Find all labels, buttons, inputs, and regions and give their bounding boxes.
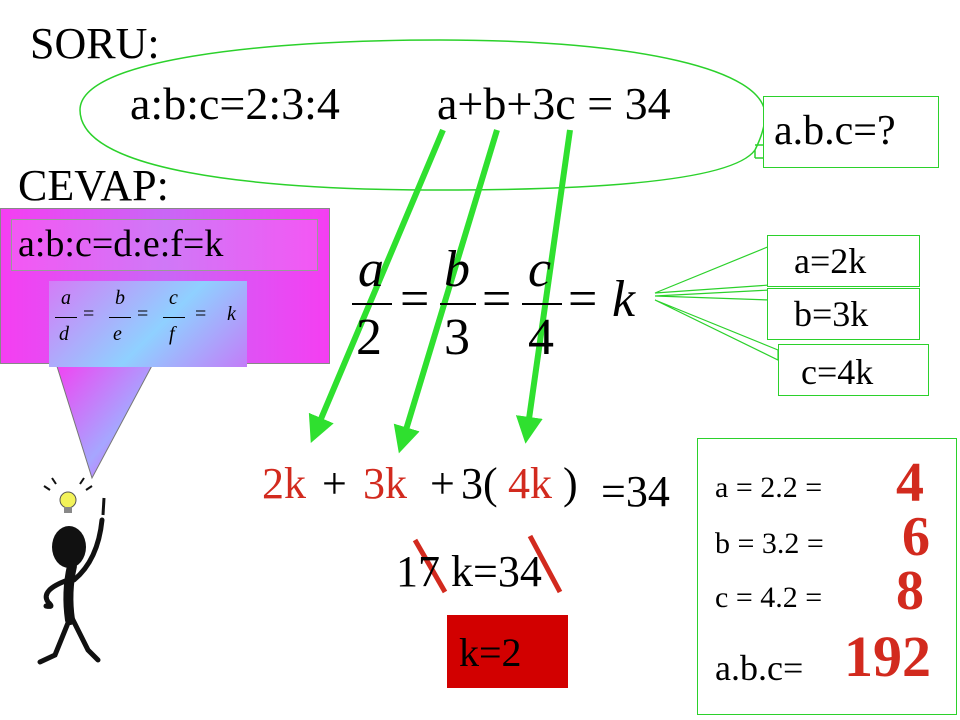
a-value-box: a=2k [767, 235, 920, 287]
asked-box: a.b.c=? [763, 96, 939, 168]
result-row-a-value: 4 [896, 452, 924, 514]
formula-den-f: f [169, 323, 175, 345]
strike-17 [412, 538, 448, 594]
formula-k: k [227, 303, 236, 325]
formula-eq-1: = [83, 303, 95, 325]
formula-eq-3: = [195, 303, 207, 325]
fraction-eq-1: = [400, 271, 430, 328]
asked-text: a.b.c=? [774, 108, 896, 154]
rule-card-title-box: a:b:c=d:e:f=k [11, 219, 318, 271]
connector-c [654, 299, 779, 361]
k-result-box: k=2 [447, 615, 568, 688]
thinking-stick-figure [37, 497, 106, 665]
sub-plus-1: + [322, 459, 347, 508]
c-value-text: c=4k [801, 352, 874, 392]
fraction-eq-3: = [568, 271, 598, 328]
result-row-c-expr: c = 4.2 = [715, 581, 823, 614]
result-row-b-value: 6 [902, 506, 930, 568]
formula-num-a: a [61, 287, 71, 309]
formula-den-d: d [59, 323, 69, 345]
b-value-text: b=3k [794, 294, 869, 334]
product-value: 192 [844, 624, 931, 689]
a-value-text: a=2k [794, 241, 867, 281]
sub-plus-2: + [430, 459, 455, 508]
rule-card-tail [54, 359, 156, 480]
lightbulb-icon [43, 477, 93, 513]
rule-card-title: a:b:c=d:e:f=k [18, 223, 224, 265]
sub-term-a: 2k [262, 459, 306, 508]
k-result-text: k=2 [459, 630, 522, 675]
arrow-b [393, 129, 500, 454]
formula-bar-1 [55, 317, 77, 318]
sub-rhs: =34 [601, 467, 670, 516]
simplified-equation: 17 k=34 [396, 547, 542, 596]
fraction-den-2: 2 [356, 309, 382, 366]
sub-close: ) [563, 459, 578, 508]
formula-eq-2: = [137, 303, 149, 325]
fraction-num-a: a [358, 241, 384, 298]
formula-den-e: e [113, 323, 122, 345]
fraction-k: k [612, 271, 636, 328]
result-row-a-expr: a = 2.2 = [715, 471, 823, 504]
fraction-eq-2: = [482, 271, 512, 328]
question-label: SORU: [30, 19, 160, 68]
rule-card-formula: a d = b e = c f = k [49, 281, 247, 367]
connector-a [654, 245, 771, 294]
product-label: a.b.c= [715, 648, 804, 688]
b-value-box: b=3k [767, 288, 920, 340]
results-box: a = 2.2 = 4 b = 3.2 = 6 c = 4.2 = 8 a.b.… [697, 438, 957, 715]
sub-term-b: 3k [363, 459, 407, 508]
fraction-den-4: 4 [528, 309, 554, 366]
formula-bar-3 [163, 317, 185, 318]
fraction-den-3: 3 [444, 309, 470, 366]
formula-num-b: b [115, 287, 125, 309]
result-row-b-expr: b = 3.2 = [715, 527, 824, 560]
equation-text: a+b+3c = 34 [437, 78, 671, 129]
arrow-a [308, 128, 446, 443]
formula-bar-2 [109, 317, 131, 318]
fraction-num-c: c [528, 241, 552, 298]
rule-card: a:b:c=d:e:f=k a d = b e = c f = k [0, 208, 330, 367]
sub-term-c: 4k [508, 459, 552, 508]
c-value-box: c=4k [778, 344, 929, 396]
arrow-c [515, 129, 573, 444]
fraction-num-b: b [444, 241, 470, 298]
formula-num-c: c [169, 287, 178, 309]
question-ellipse [79, 39, 766, 191]
ratio-text: a:b:c=2:3:4 [130, 78, 340, 129]
strike-34 [527, 534, 563, 594]
answer-label: CEVAP: [18, 161, 169, 210]
sub-coef-c: 3( [461, 459, 498, 508]
result-row-c-value: 8 [896, 560, 924, 622]
